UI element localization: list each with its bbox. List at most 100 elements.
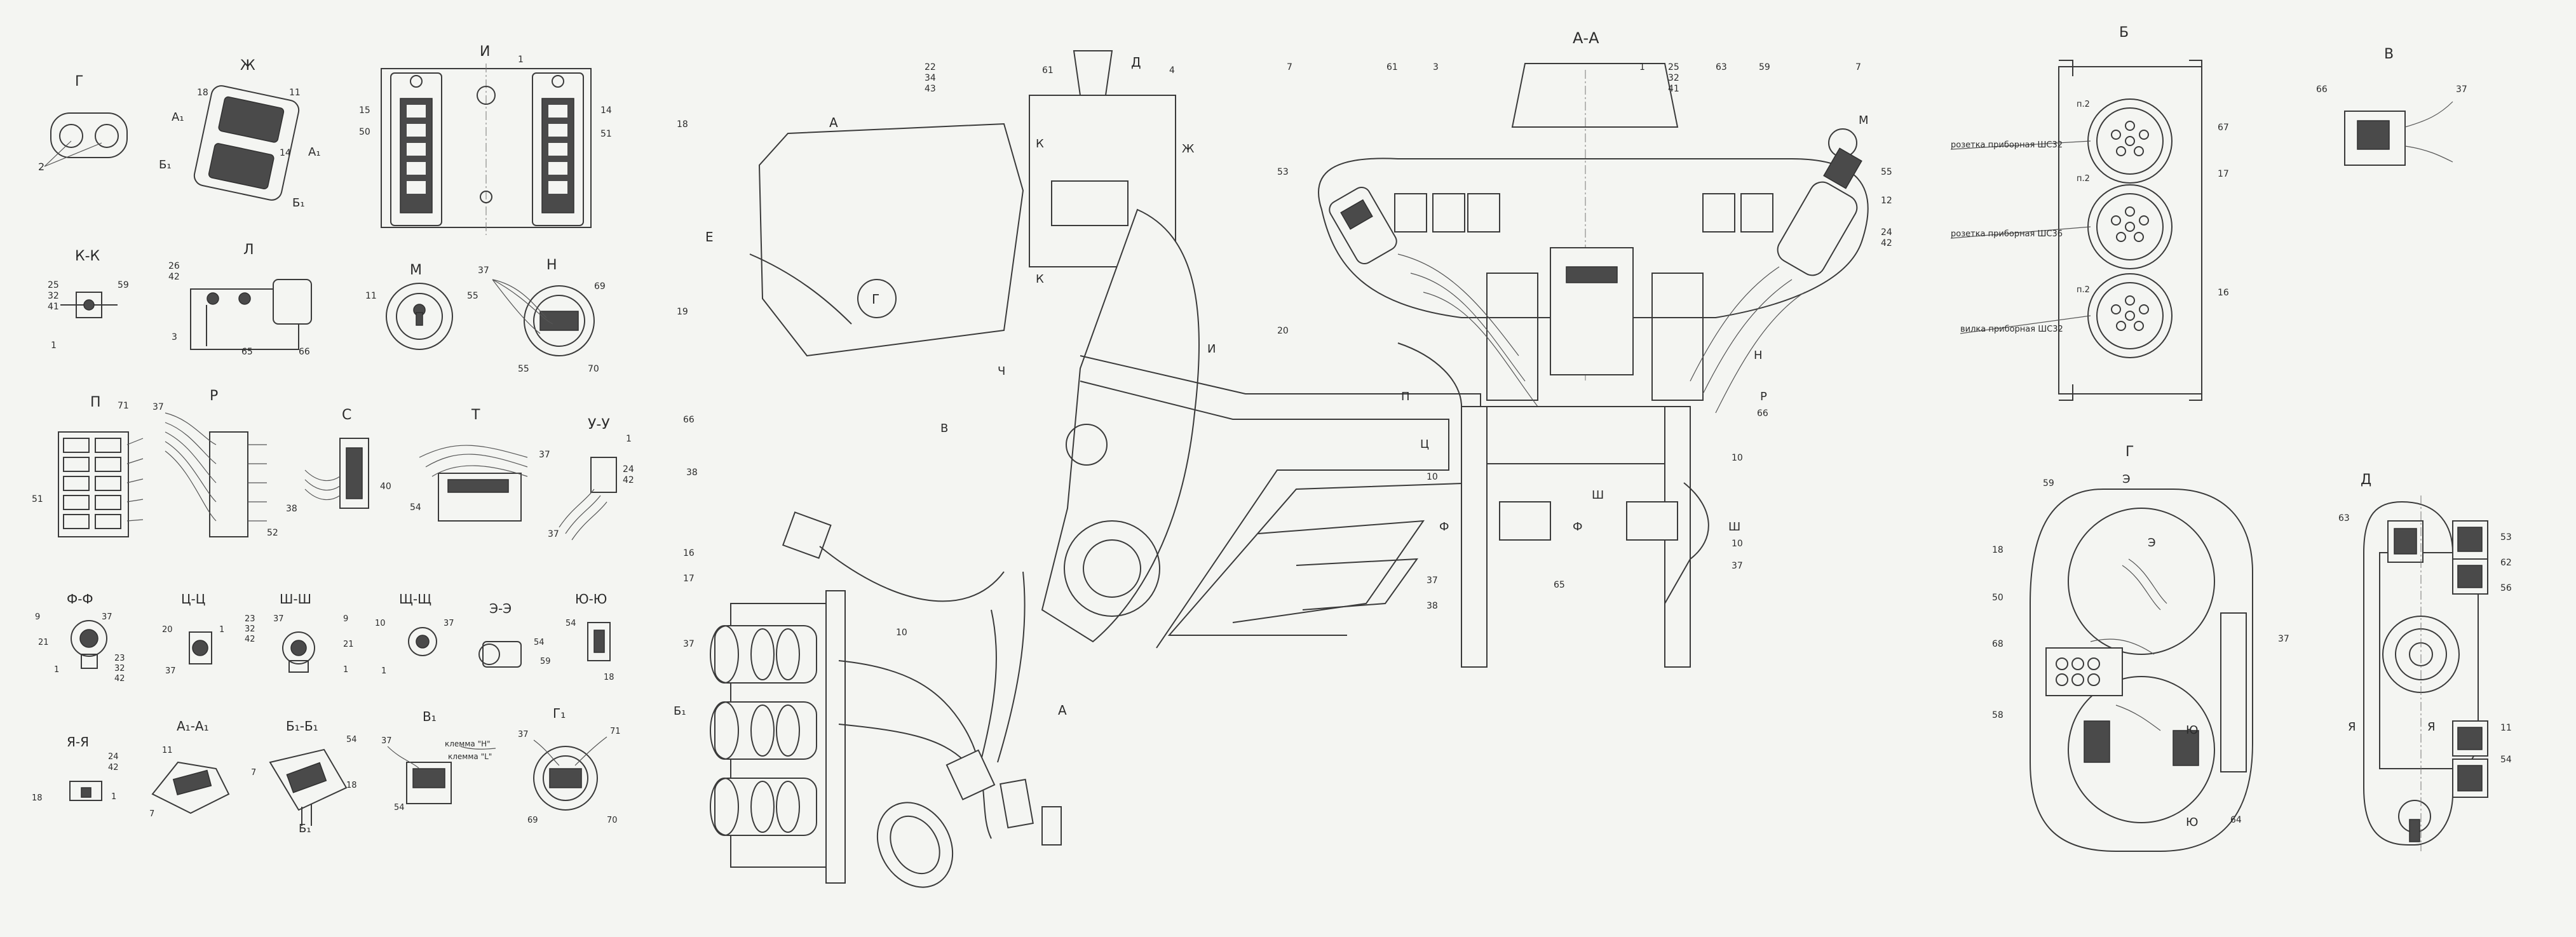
callout-53-aa: 53	[1277, 167, 1289, 177]
callout-24-aa: 24	[1881, 227, 1892, 238]
view-a1a1: А₁-А₁ 11 7	[149, 718, 230, 819]
callout-14: 14	[280, 148, 291, 158]
label-plug-shs32: вилка приборная ШС32	[1960, 325, 2063, 334]
view-v: В 66 37	[2316, 46, 2467, 166]
marker-a1: А₁	[172, 111, 184, 124]
callout-18-b1: 18	[346, 781, 357, 790]
view-p: П 51 71	[32, 394, 144, 537]
marker-sh: Ш	[1592, 489, 1604, 502]
callout-37: 37	[478, 266, 489, 276]
view-label-tsts: Ц-Ц	[181, 591, 205, 607]
label-socket-shs32: розетка приборная ШС32	[1951, 140, 2063, 150]
callout-14-i: 14	[600, 105, 612, 116]
view-label-g1: Г₁	[553, 706, 566, 721]
callout-71-g1: 71	[610, 727, 621, 736]
main-assembly-view: Г Е А Д К К Ж 61 4 22 34 43 И Ч В 38	[674, 50, 1481, 888]
callout-65-aa: 65	[1554, 580, 1565, 590]
callout-1-yaya: 1	[111, 792, 116, 802]
marker-d-top: Д	[1131, 55, 1141, 70]
callout-54-yuyu: 54	[566, 619, 576, 628]
callout-17-b: 17	[2218, 169, 2229, 179]
marker-zh: Ж	[1182, 142, 1195, 156]
callout-52: 52	[267, 528, 278, 538]
marker-n: Н	[1754, 349, 1763, 362]
callout-37-tsts: 37	[165, 666, 176, 676]
callout-59-aa: 59	[1759, 62, 1770, 72]
callout-10-main: 10	[896, 628, 907, 638]
view-t: Т 54 37	[410, 407, 550, 522]
marker-r: Р	[1760, 390, 1767, 403]
callout-37-v: 37	[2456, 84, 2467, 95]
callout-37-g: 37	[2278, 634, 2289, 644]
callout-38-main: 38	[686, 468, 698, 478]
view-r: Р 37 52	[153, 388, 278, 538]
view-yuyu: Ю-Ю 54 18	[566, 591, 614, 682]
view-label-d: Д	[2361, 472, 2371, 488]
view-label-b: Б	[2119, 25, 2129, 41]
callout-67: 67	[2218, 123, 2229, 133]
callout-55: 55	[467, 291, 478, 301]
ignition-key-icon	[1777, 128, 1862, 276]
callout-69: 69	[594, 281, 606, 292]
callout-43: 43	[925, 84, 936, 94]
view-tsts: Ц-Ц 20 1 37	[162, 591, 224, 676]
callout-54-d: 54	[2500, 755, 2512, 765]
marker-b-panel: Б₁	[674, 704, 686, 718]
marker-a-bottom: А	[1058, 703, 1067, 718]
view-g: Г 2	[38, 74, 128, 173]
view-ff: Ф-Ф 9 37 21 1 23 32 42	[35, 591, 125, 684]
callout-4: 4	[1169, 65, 1175, 76]
callout-25-aa: 25	[1668, 62, 1679, 72]
callout-42-ff: 42	[114, 674, 125, 684]
view-label-s: С	[342, 407, 351, 423]
callout-7-aa-r: 7	[1855, 62, 1861, 72]
callout-38-aa: 38	[1427, 601, 1438, 611]
callout-3-aa: 3	[1433, 62, 1439, 72]
view-n: Н 37 69 55 70	[478, 257, 606, 374]
callout-32-shsh: 32	[245, 624, 255, 634]
view-yaya: Я-Я 24 42 18 1	[32, 734, 119, 803]
callout-18-yaya: 18	[32, 793, 43, 803]
callout-50-g: 50	[1992, 593, 2003, 603]
marker-p: П	[1401, 390, 1410, 403]
view-m: М 11 55	[365, 262, 478, 350]
callout-51-p: 51	[32, 494, 43, 504]
marker-ya: Я	[2348, 720, 2356, 734]
callout-37-r: 37	[153, 402, 164, 412]
label-socket-shs36: розетка приборная ШС36	[1951, 229, 2063, 239]
callout-55-aa: 55	[1881, 167, 1892, 177]
callout-7-a1: 7	[149, 809, 154, 819]
callout-70-g1: 70	[607, 816, 618, 825]
callout-16: 16	[683, 548, 695, 558]
callout-2: 2	[38, 161, 44, 173]
marker-f: Ф	[1439, 520, 1449, 534]
callout-59-g: 59	[2043, 478, 2054, 489]
view-b1b1: Б₁-Б₁ 54 7 18 Б₁	[251, 718, 357, 835]
section-aa: А-А	[1277, 29, 1892, 668]
view-label-t: Т	[471, 407, 480, 423]
callout-7-aa: 7	[1287, 62, 1292, 72]
view-b: Б розетка приборная ШС32 розетка приборн…	[1950, 25, 2229, 401]
callout-59: 59	[118, 280, 129, 290]
callout-37-shch: 37	[444, 619, 454, 628]
marker-sh2: Ш	[1728, 520, 1740, 534]
callout-37-main: 37	[683, 639, 695, 649]
marker-a1-r: А₁	[308, 145, 321, 159]
callout-22: 22	[925, 62, 936, 72]
marker-ch: Ч	[998, 365, 1005, 378]
label-pin2-b: п.2	[2077, 174, 2090, 184]
callout-37-aa-l: 37	[1427, 576, 1438, 586]
callout-61-aa: 61	[1386, 62, 1398, 72]
marker-m: М	[1859, 114, 1869, 127]
callout-3: 3	[172, 332, 177, 342]
label-pin2-a: п.2	[2077, 100, 2090, 109]
view-kk: К-К 59 25 32 41 1	[48, 248, 129, 351]
plug-shs32	[2087, 273, 2173, 358]
callout-24-yaya: 24	[108, 752, 119, 762]
marker-e2: Э	[2122, 473, 2131, 486]
view-label-kk: К-К	[75, 248, 100, 264]
callout-54: 54	[410, 502, 421, 513]
callout-37-v1: 37	[381, 736, 392, 746]
callout-41: 41	[48, 302, 59, 312]
